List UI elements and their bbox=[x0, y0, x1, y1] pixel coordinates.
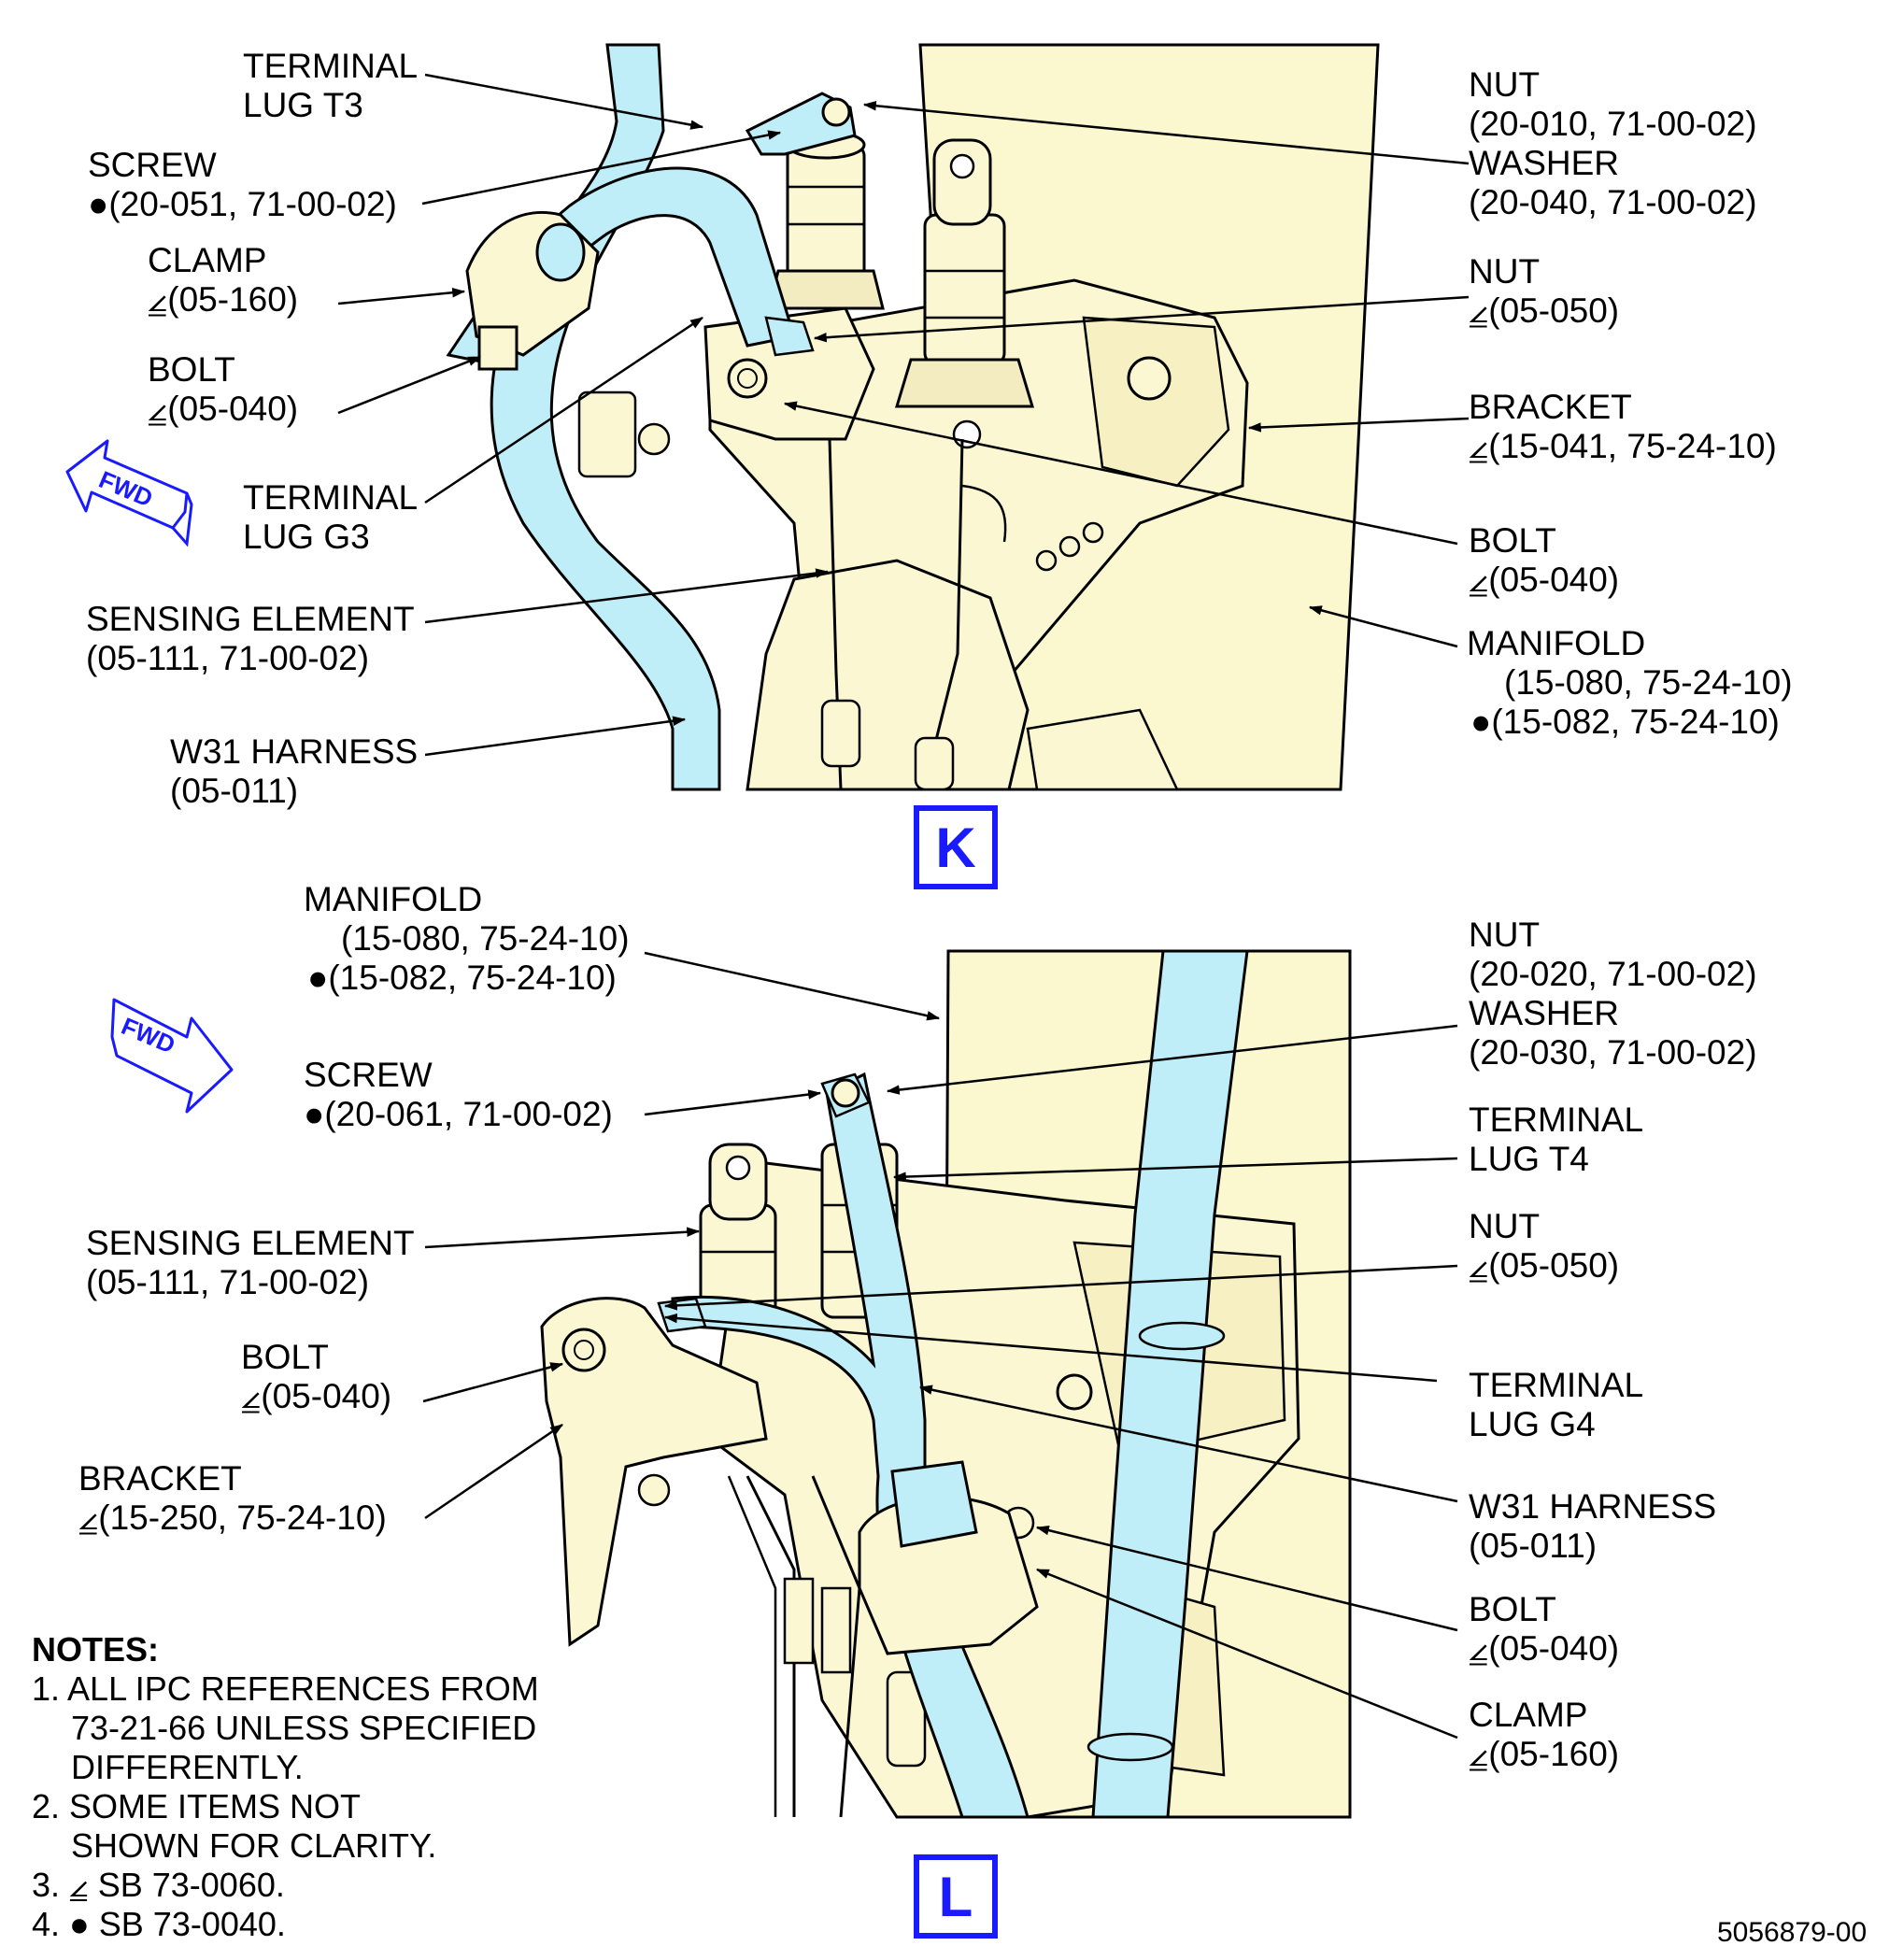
note-line: DIFFERENTLY. bbox=[71, 1748, 304, 1786]
callout-nut-washer-l: NUT(20-020, 71-00-02) WASHER(20-030, 71-… bbox=[1469, 916, 1757, 1072]
callout-clamp-l: CLAMP⦤(05-160) bbox=[1469, 1696, 1620, 1773]
callout-clamp-k: CLAMP⦤(05-160) bbox=[148, 241, 299, 319]
callout-nut-l: NUT⦤(05-050) bbox=[1469, 1207, 1620, 1285]
callout-screw-l: SCREW●(20-061, 71-00-02) bbox=[304, 1056, 613, 1133]
note-line: SHOWN FOR CLARITY. bbox=[71, 1826, 437, 1865]
note-line: 3. ⦤ SB 73-0060. bbox=[32, 1866, 285, 1904]
callout-bolt-right-l: BOLT⦤(05-040) bbox=[1469, 1590, 1620, 1668]
callout-bolt-right-k: BOLT⦤(05-040) bbox=[1469, 521, 1620, 599]
callout-bolt-left-l: BOLT⦤(05-040) bbox=[241, 1338, 392, 1415]
bracket-arm-l bbox=[540, 1297, 768, 1647]
callout-screw-k: SCREW●(20-051, 71-00-02) bbox=[88, 146, 397, 223]
view-k-illustration bbox=[446, 43, 1380, 791]
notes-header: NOTES: bbox=[32, 1630, 160, 1669]
note-line: 1. ALL IPC REFERENCES FROM bbox=[32, 1669, 539, 1708]
note-line: 2. SOME ITEMS NOT bbox=[32, 1787, 362, 1825]
view-k-letter: K bbox=[914, 805, 998, 889]
callout-sensing-element-l: SENSING ELEMENT(05-111, 71-00-02) bbox=[86, 1224, 415, 1301]
notes-block: NOTES: 1. ALL IPC REFERENCES FROM 73-21-… bbox=[32, 1630, 539, 1944]
callout-w31-harness-l: W31 HARNESS(05-011) bbox=[1469, 1487, 1717, 1565]
fwd-arrow-l-icon bbox=[110, 998, 234, 1114]
note-line: 4. ● SB 73-0040. bbox=[32, 1905, 286, 1943]
callout-manifold-k: MANIFOLD (15-080, 75-24-10) ●(15-082, 75… bbox=[1467, 624, 1793, 741]
callout-bracket-k: BRACKET⦤(15-041, 75-24-10) bbox=[1469, 388, 1777, 465]
callout-bracket-l: BRACKET⦤(15-250, 75-24-10) bbox=[78, 1459, 387, 1537]
callout-sensing-element-k: SENSING ELEMENT(05-111, 71-00-02) bbox=[86, 600, 415, 677]
view-l-illustration bbox=[540, 949, 1352, 1819]
leader-lines bbox=[337, 73, 1470, 1740]
document-number: 5056879-00 bbox=[1717, 1917, 1868, 1948]
callout-nut-k: NUT⦤(05-050) bbox=[1469, 252, 1620, 330]
callout-w31-harness-k: W31 HARNESS(05-011) bbox=[170, 732, 419, 810]
view-l-letter: L bbox=[914, 1854, 998, 1939]
note-line: 73-21-66 UNLESS SPECIFIED bbox=[71, 1709, 537, 1747]
fwd-arrow-k-icon bbox=[65, 439, 193, 547]
callout-manifold-l: MANIFOLD (15-080, 75-24-10) ●(15-082, 75… bbox=[304, 880, 630, 997]
callout-bolt-left-k: BOLT⦤(05-040) bbox=[148, 350, 299, 428]
callout-nut-washer-k: NUT(20-010, 71-00-02) WASHER(20-040, 71-… bbox=[1469, 65, 1757, 221]
